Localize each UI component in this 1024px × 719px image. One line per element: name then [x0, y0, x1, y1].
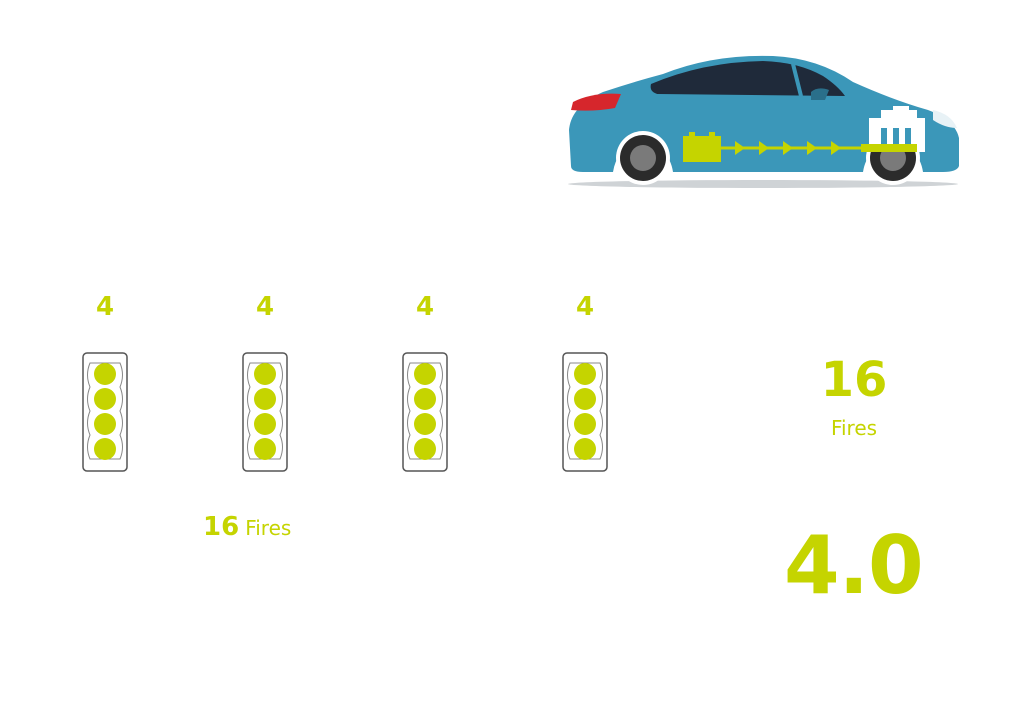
engine-block-icon: [82, 352, 128, 472]
engine-block-icon: [242, 352, 288, 472]
electric-car-icon: [568, 55, 959, 188]
displacement-value: 4.0: [784, 519, 924, 612]
cylinder-count-3: 4: [415, 292, 435, 322]
engine-block-icon: [562, 352, 608, 472]
fires-summary-value: 16: [203, 512, 240, 542]
fires-value: 16: [820, 352, 888, 408]
cylinder-count-2: 4: [255, 292, 275, 322]
engine-block-icon: [402, 352, 448, 472]
fires-label: Fires: [830, 416, 878, 440]
cylinder-count-4: 4: [575, 292, 595, 322]
fires-summary-label: Fires: [245, 516, 292, 540]
cylinder-count-1: 4: [95, 292, 115, 322]
